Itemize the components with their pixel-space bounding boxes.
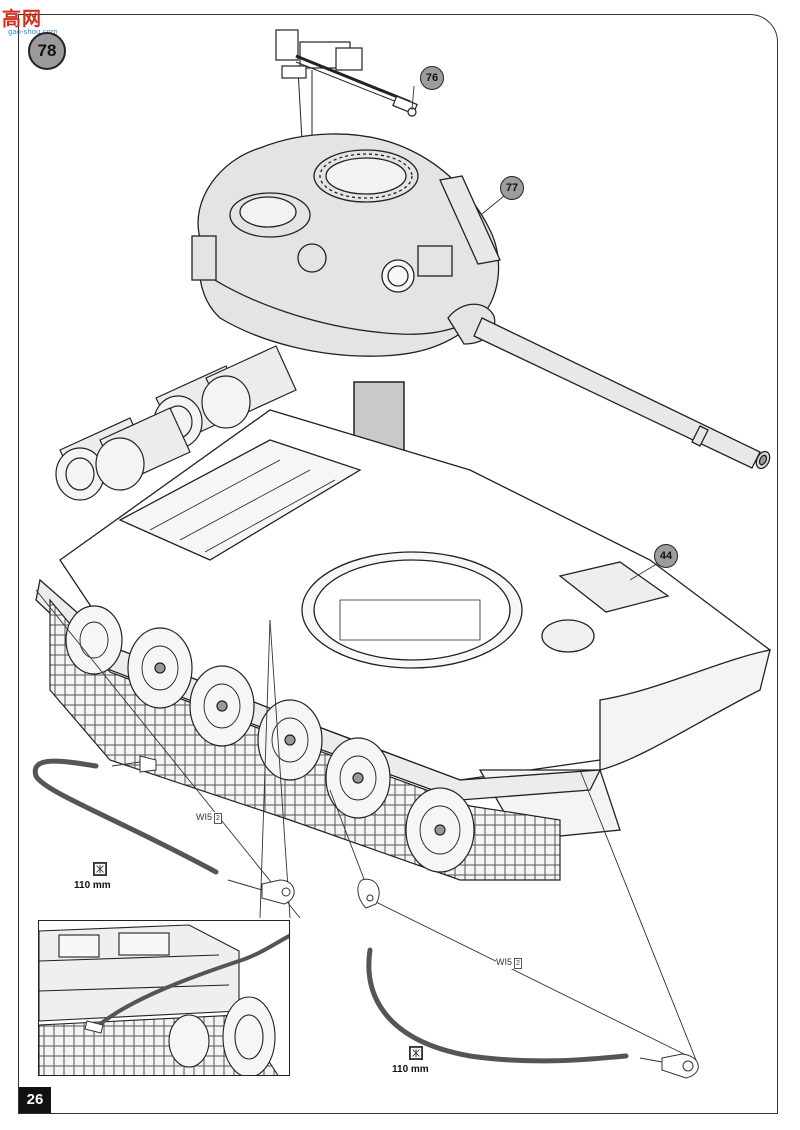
- wire-left-code-text: WI5: [196, 812, 213, 822]
- running-gear: [49, 598, 561, 881]
- watermark-logo-text: 高网: [2, 8, 43, 30]
- page-frame: [18, 14, 778, 1114]
- main-gun-barrel: [473, 317, 771, 470]
- cut-wire-icon: [409, 1046, 423, 1060]
- turret: [191, 133, 501, 357]
- step-number-badge: 78: [28, 32, 66, 70]
- external-fuel-drums: [55, 345, 297, 501]
- wire-right-quantity: 2: [514, 958, 522, 969]
- leader-lines: [35, 85, 697, 1061]
- tank-hull: [35, 409, 771, 841]
- wire-right-length: 110 mm: [392, 1064, 429, 1075]
- watermark-url: gao-shou.com: [8, 28, 58, 36]
- site-watermark: 高网 gao-shou.com: [2, 4, 72, 44]
- watermark-logo: 高网: [2, 4, 42, 31]
- wire-left: [32, 755, 295, 905]
- part-77-callout: 77: [500, 176, 524, 200]
- wire-right: [357, 878, 699, 1079]
- wire-left-quantity: 2: [214, 813, 222, 824]
- detail-inset: [38, 920, 290, 1076]
- wire-right-code-text: WI5: [496, 957, 513, 967]
- page-number: 26: [19, 1087, 51, 1113]
- part-44-callout: 44: [654, 544, 678, 568]
- cut-wire-icon: [93, 862, 107, 876]
- wire-left-length: 110 mm: [74, 880, 111, 891]
- machine-gun-assembly: [275, 29, 418, 160]
- part-76-callout: 76: [420, 66, 444, 90]
- detail-inset-drawing: [39, 921, 289, 1075]
